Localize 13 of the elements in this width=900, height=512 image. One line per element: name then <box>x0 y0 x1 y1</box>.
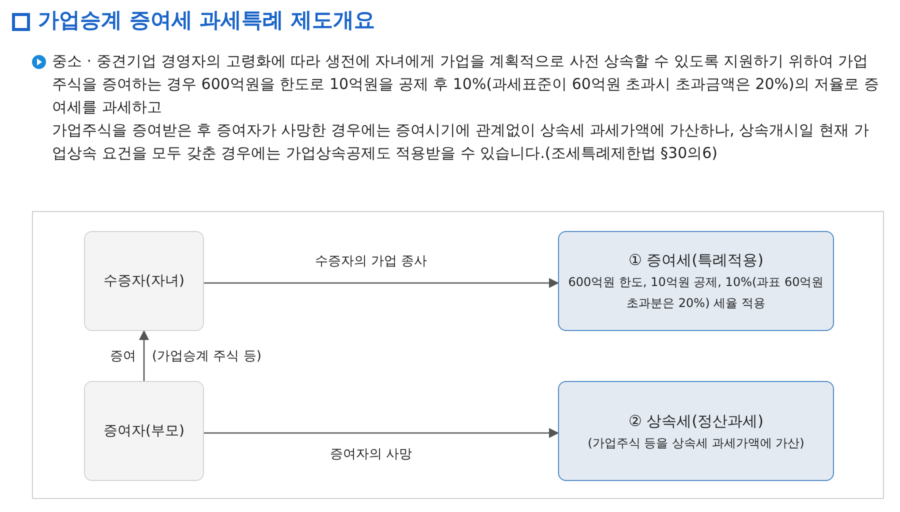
arrow <box>139 330 149 381</box>
paragraph: 중소 · 중견기업 경영자의 고령화에 따라 생전에 자녀에게 가업을 계획적으로 사전 상속할 수 있도록 지원하기 위하여 가업주식을 증여하는 경우 600억원을 한도로 10억원을 공제 후 10%(과세표준이 60억원 초과시 초과금액은 20%)의 저율로 증여세를 과세하고 <box>52 51 880 118</box>
paragraph: 가업주식을 증여받은 후 증여자가 사망한 경우에는 증여시기에 관계없이 상속세 과세가액에 가산하나, 상속개시일 현재 가업상속 요건을 모두 갖춘 경우에는 가업상속공제도 적용받을 수 있습니다.(조세특례제한법 §30의6) <box>52 120 870 164</box>
person-box: 수증자(자녀) <box>84 231 204 331</box>
tax-box: ① 증여세(특례적용) 600억원 한도, 10억원 공제, 10%(과표 60억원 초과분은 20%) 세율 적용 <box>558 231 834 331</box>
tax-box: ② 상속세(정산과세) (가업주식 등을 상속세 과세가액에 가산) <box>558 381 834 481</box>
edge-label: 증여자의 사망 <box>328 445 414 463</box>
edge-label: 수증자의 가업 종사 <box>312 252 430 270</box>
title: 가업승계 증여세 과세특례 제도개요 <box>38 7 375 34</box>
arrow <box>204 278 559 288</box>
arrow <box>204 428 559 438</box>
person-box: 증여자(부모) <box>84 381 204 481</box>
arrow-note: (가업승계 주식 등) <box>150 347 264 365</box>
